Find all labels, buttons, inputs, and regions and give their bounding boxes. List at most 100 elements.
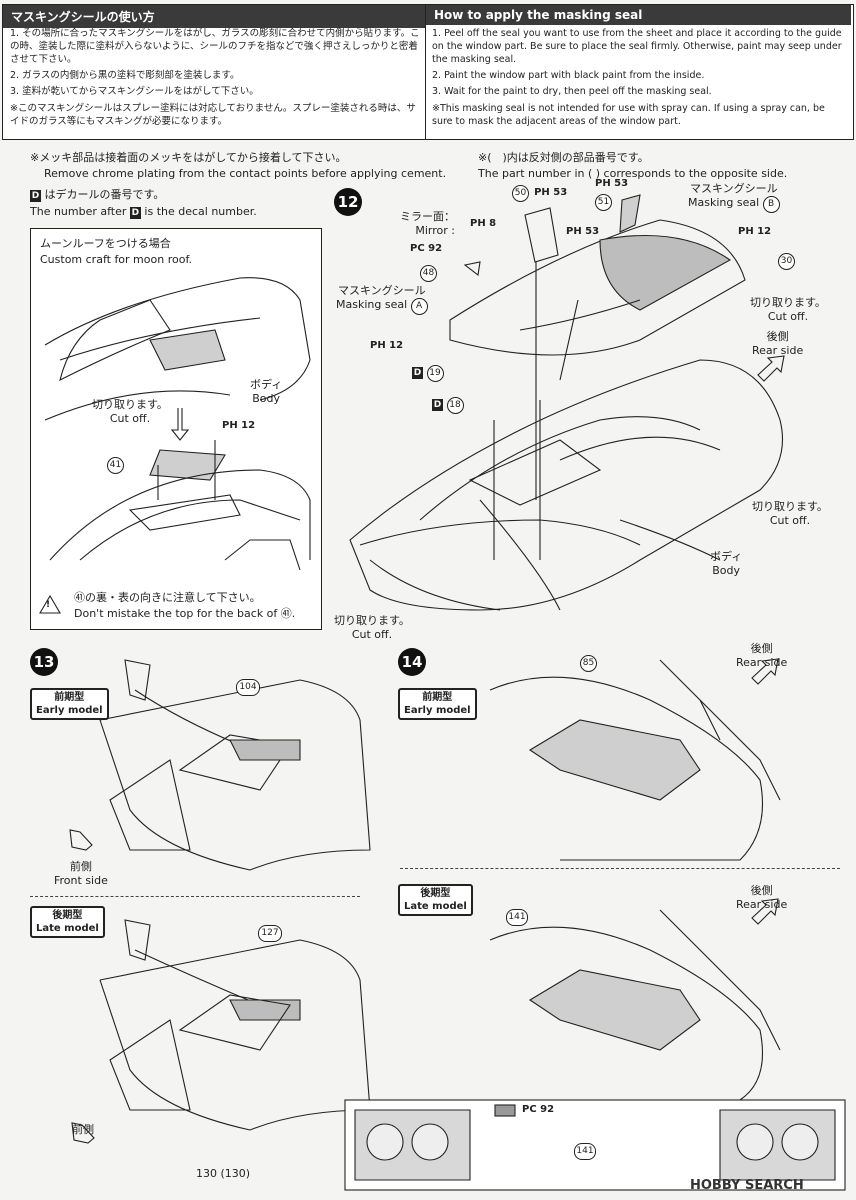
part-30: 30 bbox=[778, 248, 795, 270]
decal-d-icon-2: D bbox=[129, 207, 141, 219]
decal-19-number: 19 bbox=[426, 365, 444, 382]
decal-19-d: D bbox=[412, 367, 423, 379]
moonroof-body-jp: ボディ bbox=[250, 378, 283, 391]
decal-note-en: The number after D is the decal number. bbox=[30, 204, 257, 219]
moonroof-title-en: Custom craft for moon roof. bbox=[40, 253, 193, 266]
jp-step-2: 2. ガラスの内側から黒の塗料で彫刻部を塗装します。 bbox=[10, 70, 240, 81]
late-13-en: Late model bbox=[36, 923, 99, 934]
mirror-label: ミラー面： Mirror : bbox=[400, 210, 455, 238]
part-104: 104 bbox=[236, 674, 260, 696]
step-12-badge: 12 bbox=[334, 188, 362, 216]
late-14-en: Late model bbox=[404, 901, 467, 912]
late-14-jp: 後期型 bbox=[420, 888, 451, 899]
en-step-2: 2. Paint the window part with black pain… bbox=[432, 70, 705, 81]
decal-18-number: 18 bbox=[446, 397, 464, 414]
decal-19: D 19 bbox=[412, 364, 444, 382]
part-85: 85 bbox=[580, 650, 597, 672]
front-13-jp: 前側 bbox=[69, 860, 92, 873]
paint-pc92: PC 92 bbox=[410, 243, 443, 254]
instruction-divider bbox=[425, 4, 426, 139]
cutoff-1-en: Cut off. bbox=[767, 310, 809, 323]
late-model-tag-13: 後期型 Late model bbox=[30, 906, 105, 938]
part-51: PH 53 51 bbox=[595, 178, 628, 211]
early-13-en: Early model bbox=[36, 705, 103, 716]
front-side-label-13b: 前側 bbox=[72, 1123, 94, 1136]
watermark: HOBBY SEARCH bbox=[690, 1178, 804, 1193]
decal-d-icon: D bbox=[30, 190, 41, 202]
cutoff-label-2: 切り取ります。 Cut off. bbox=[752, 500, 828, 528]
cutoff-3-jp: 切り取ります。 bbox=[334, 614, 410, 627]
part-50-paint: PH 53 bbox=[534, 187, 568, 198]
mirror-jp: ミラー面： bbox=[400, 210, 455, 223]
mirror-en: Mirror : bbox=[415, 224, 455, 237]
en-header: How to apply the masking seal bbox=[426, 5, 851, 25]
body-label-12: ボディ Body bbox=[710, 550, 742, 578]
moonroof-body-label: ボディ Body bbox=[250, 378, 282, 406]
chrome-note-jp: ※メッキ部品は接着面のメッキをはがしてから接着して下さい。 bbox=[30, 151, 347, 164]
warning-icon: ! bbox=[46, 600, 51, 610]
decal-note-en-post: is the decal number. bbox=[144, 205, 257, 218]
decal-note-jp: D はデカールの番号です。 bbox=[30, 187, 164, 202]
en-steps: 1. Peel off the seal you want to use fro… bbox=[432, 27, 844, 128]
part-130: 130 (130) bbox=[196, 1167, 251, 1180]
body-12-en: Body bbox=[712, 564, 740, 577]
jp-header: マスキングシールの使い方 bbox=[3, 5, 425, 28]
paint-ph12-a: PH 12 bbox=[370, 340, 404, 351]
rear-14b-en: Rear side bbox=[736, 898, 788, 911]
moonroof-cutoff-en: Cut off. bbox=[109, 412, 151, 425]
cutoff-label-3: 切り取ります。 Cut off. bbox=[334, 614, 410, 642]
part-50-number: 50 bbox=[512, 185, 529, 202]
front-13-en: Front side bbox=[54, 874, 108, 887]
rear-12-en: Rear side bbox=[752, 344, 804, 357]
opposite-note-jp: ※( )内は反対側の部品番号です。 bbox=[478, 151, 649, 164]
rear-side-label-14: 後側 Rear side bbox=[736, 642, 787, 670]
paint-ph53-window: PH 53 bbox=[566, 226, 600, 237]
mirror-paint-ph8: PH 8 bbox=[470, 218, 497, 229]
divider-14 bbox=[400, 868, 840, 869]
part-48-number: 48 bbox=[420, 265, 437, 282]
part-127-number: 127 bbox=[258, 925, 282, 942]
part-127: 127 bbox=[258, 920, 282, 942]
en-step-1: 1. Peel off the seal you want to use fro… bbox=[432, 28, 842, 65]
jp-warning: ※このマスキングシールはスプレー塗料には対応しておりません。スプレー塗装される時… bbox=[10, 103, 416, 127]
cutoff-1-jp: 切り取ります。 bbox=[750, 296, 826, 309]
chrome-note-en: Remove chrome plating from the contact p… bbox=[44, 167, 447, 180]
early-model-tag-14: 前期型 Early model bbox=[398, 688, 477, 720]
part-104-number: 104 bbox=[236, 679, 260, 696]
masking-seal-b: マスキングシール Masking seal B bbox=[688, 182, 780, 213]
early-13-jp: 前期型 bbox=[54, 692, 85, 703]
early-14-en: Early model bbox=[404, 705, 471, 716]
warning-41-en: Don't mistake the top for the back of ㊶. bbox=[74, 607, 296, 620]
decal-18: D 18 bbox=[432, 396, 464, 414]
rear-side-label-12: 後側 Rear side bbox=[752, 330, 803, 358]
early-14-jp: 前期型 bbox=[422, 692, 453, 703]
decal-note-jp-text: はデカールの番号です。 bbox=[44, 188, 165, 201]
late-model-tag-14: 後期型 Late model bbox=[398, 884, 473, 916]
masking-seal-b-jp: マスキングシール bbox=[689, 182, 778, 195]
moonroof-cutoff-label: 切り取ります。 Cut off. bbox=[92, 398, 168, 426]
seal-b-letter: B bbox=[762, 196, 780, 213]
en-step-3: 3. Wait for the paint to dry, then peel … bbox=[432, 86, 712, 97]
decal-note-en-pre: The number after bbox=[30, 205, 127, 218]
warning-41-jp: ㊶の裏・表の向きに注意して下さい。 bbox=[74, 591, 261, 604]
moonroof-paint-ph12: PH 12 bbox=[222, 420, 256, 431]
masking-seal-a: マスキングシール Masking seal A bbox=[336, 284, 428, 315]
part-141-number: 141 bbox=[506, 909, 528, 926]
step-13-badge: 13 bbox=[30, 648, 58, 676]
part-85-number: 85 bbox=[580, 655, 597, 672]
part-30-number: 30 bbox=[778, 253, 795, 270]
rear-14-jp: 後側 bbox=[750, 642, 773, 655]
cutoff-2-jp: 切り取ります。 bbox=[752, 500, 828, 513]
masking-seal-a-jp: マスキングシール bbox=[337, 284, 426, 297]
moonroof-box bbox=[30, 228, 322, 630]
part-50: 50 PH 53 bbox=[512, 180, 567, 202]
cutoff-label-1: 切り取ります。 Cut off. bbox=[750, 296, 826, 324]
part-51-paint: PH 53 bbox=[595, 178, 629, 189]
cutoff-2-en: Cut off. bbox=[769, 514, 811, 527]
early-model-tag-13: 前期型 Early model bbox=[30, 688, 109, 720]
masking-seal-b-en: Masking seal B bbox=[688, 196, 780, 213]
jp-steps: 1. その場所に合ったマスキングシールをはがし、ガラスの彫刻に合わせて内側から貼… bbox=[10, 27, 420, 128]
en-warning: ※This masking seal is not intended for u… bbox=[432, 103, 825, 127]
divider-13 bbox=[30, 896, 360, 897]
